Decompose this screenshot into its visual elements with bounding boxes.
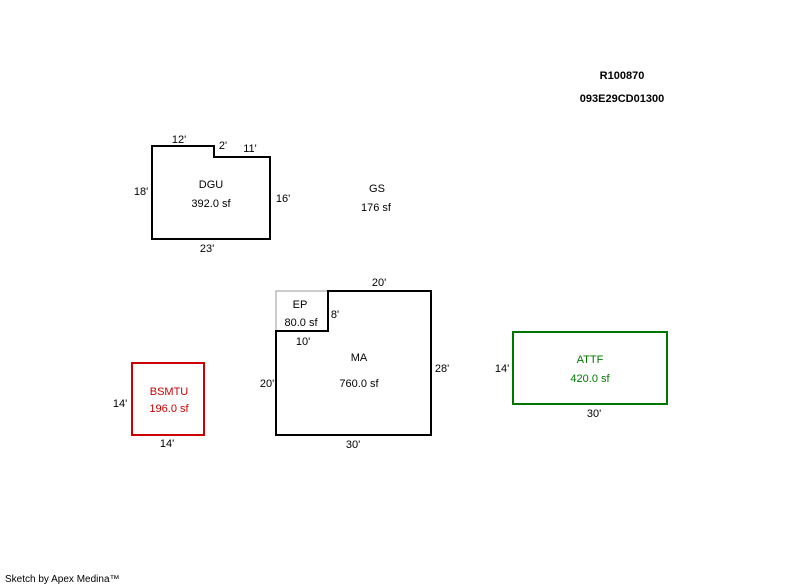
attf-outline xyxy=(512,331,668,405)
area-ma: 20' 20' 28' 30' MA 760.0 sf xyxy=(260,277,449,451)
ma-area: 760.0 sf xyxy=(339,378,379,390)
area-dgu: 12' 2' 11' 18' 16' 23' DGU 392.0 sf xyxy=(134,134,290,255)
bsmtu-area: 196.0 sf xyxy=(149,403,189,415)
dgu-label: DGU xyxy=(199,179,224,191)
ma-label: MA xyxy=(351,352,368,364)
attf-dim-left: 14' xyxy=(495,363,509,375)
dgu-dim-top-right: 11' xyxy=(243,143,257,155)
area-gs: GS 176 sf xyxy=(361,183,392,214)
record-id: R100870 xyxy=(600,70,645,82)
dgu-dim-right: 16' xyxy=(276,193,290,205)
ep-outline xyxy=(275,290,328,331)
attf-area: 420.0 sf xyxy=(570,373,610,385)
dgu-dim-bottom: 23' xyxy=(200,243,214,255)
gs-label: GS xyxy=(369,183,385,195)
parcel-id: 093E29CD01300 xyxy=(580,93,664,105)
bsmtu-dim-bottom: 14' xyxy=(160,438,174,450)
dgu-area: 392.0 sf xyxy=(191,198,231,210)
attf-dim-bottom: 30' xyxy=(587,408,601,420)
dgu-outline xyxy=(151,145,271,240)
area-ep: EP 80.0 sf 8' 10' xyxy=(275,290,339,348)
bsmtu-label: BSMTU xyxy=(150,386,189,398)
ma-dim-bottom: 30' xyxy=(346,439,360,451)
bsmtu-dim-left: 14' xyxy=(113,398,127,410)
dgu-dim-left: 18' xyxy=(134,186,148,198)
ma-dim-right: 28' xyxy=(435,363,449,375)
ep-label: EP xyxy=(293,299,308,311)
ep-area: 80.0 sf xyxy=(284,317,318,329)
sketch-credit: Sketch by Apex Medina™ xyxy=(5,574,120,585)
attf-label: ATTF xyxy=(577,354,604,366)
ma-outline xyxy=(275,290,432,436)
ma-dim-left: 20' xyxy=(260,378,274,390)
dgu-dim-notch: 2' xyxy=(219,140,227,152)
ep-dim-bottom: 10' xyxy=(296,336,310,348)
ep-dim-right: 8' xyxy=(331,309,339,321)
gs-area: 176 sf xyxy=(361,202,392,214)
ma-dim-top: 20' xyxy=(372,277,386,289)
bsmtu-outline xyxy=(131,362,205,436)
area-bsmtu: 14' 14' BSMTU 196.0 sf xyxy=(113,362,205,450)
dgu-dim-top-left: 12' xyxy=(172,134,186,146)
area-attf: 14' 30' ATTF 420.0 sf xyxy=(495,331,668,420)
